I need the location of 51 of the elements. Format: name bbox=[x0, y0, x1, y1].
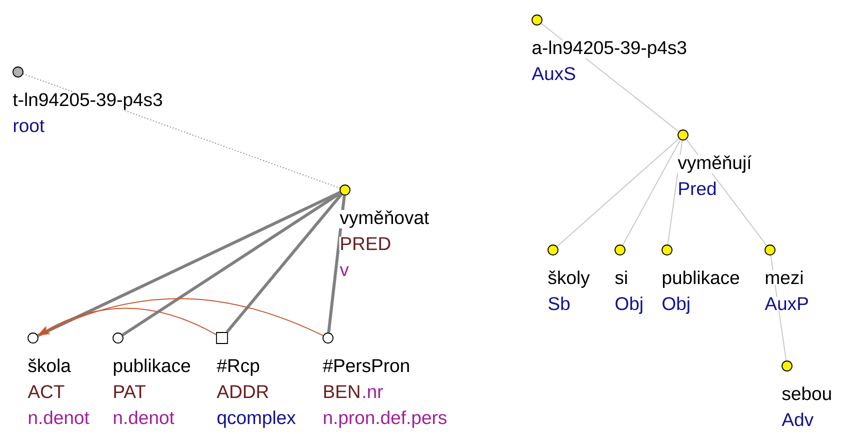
node-label: vyměňovat bbox=[339, 210, 430, 228]
tree-edge bbox=[122, 192, 342, 336]
node-label: publikace bbox=[661, 270, 740, 288]
node-label: #PersPron bbox=[322, 358, 411, 373]
node-circle bbox=[614, 244, 626, 256]
node-label: publikace bbox=[112, 358, 192, 376]
node-circle bbox=[678, 130, 688, 140]
tag-label: n.pron.def.pers bbox=[322, 410, 448, 428]
tag-label: AuxP bbox=[764, 296, 810, 311]
tree-edge bbox=[327, 195, 346, 333]
tree-edge bbox=[556, 138, 680, 247]
tag-label: n.denot bbox=[112, 410, 175, 425]
tag-label: .nr bbox=[362, 388, 384, 398]
tag-label: BEN bbox=[322, 384, 362, 398]
node-label: škola bbox=[27, 358, 72, 373]
node-label: sebou bbox=[781, 386, 833, 401]
node-circle bbox=[112, 332, 124, 344]
node-circle bbox=[662, 244, 672, 256]
tag-label: Adv bbox=[781, 412, 814, 427]
tag-label: ACT bbox=[27, 384, 66, 399]
tag-label: n.denot bbox=[27, 410, 90, 425]
tag-label: AuxS bbox=[531, 66, 576, 81]
node-circle bbox=[764, 244, 776, 256]
node-square bbox=[216, 332, 228, 344]
node-label: školy bbox=[547, 270, 590, 288]
tag-label: Obj bbox=[614, 296, 644, 314]
node-circle bbox=[322, 332, 334, 344]
node-circle bbox=[12, 66, 24, 78]
node-circle bbox=[28, 332, 38, 344]
tag-label: PAT bbox=[112, 384, 146, 398]
tree-edge bbox=[226, 193, 343, 333]
node-label: a-ln94205-39-p4s3 bbox=[531, 40, 688, 58]
tag-label: root bbox=[12, 120, 46, 133]
node-label: mezi bbox=[764, 270, 804, 285]
tag-label: ADDR bbox=[216, 384, 270, 398]
tag-label: Sb bbox=[547, 296, 571, 311]
node-label: si bbox=[614, 270, 629, 285]
node-circle bbox=[548, 244, 558, 256]
tree-edge bbox=[622, 139, 681, 246]
node-circle bbox=[782, 360, 792, 372]
node-label: t-ln94205-39-p4s3 bbox=[12, 92, 164, 110]
tag-label: Obj bbox=[661, 296, 691, 314]
node-label: #Rcp bbox=[216, 358, 260, 376]
tag-label: v bbox=[339, 266, 350, 276]
tag-label: PRED bbox=[339, 236, 392, 250]
tag-label: Pred bbox=[677, 181, 718, 196]
tag-label: qcomplex bbox=[216, 410, 296, 428]
node-label: vyměňují bbox=[677, 154, 752, 174]
tree-edge bbox=[37, 190, 341, 338]
node-circle bbox=[532, 14, 542, 26]
node-circle bbox=[340, 184, 350, 196]
